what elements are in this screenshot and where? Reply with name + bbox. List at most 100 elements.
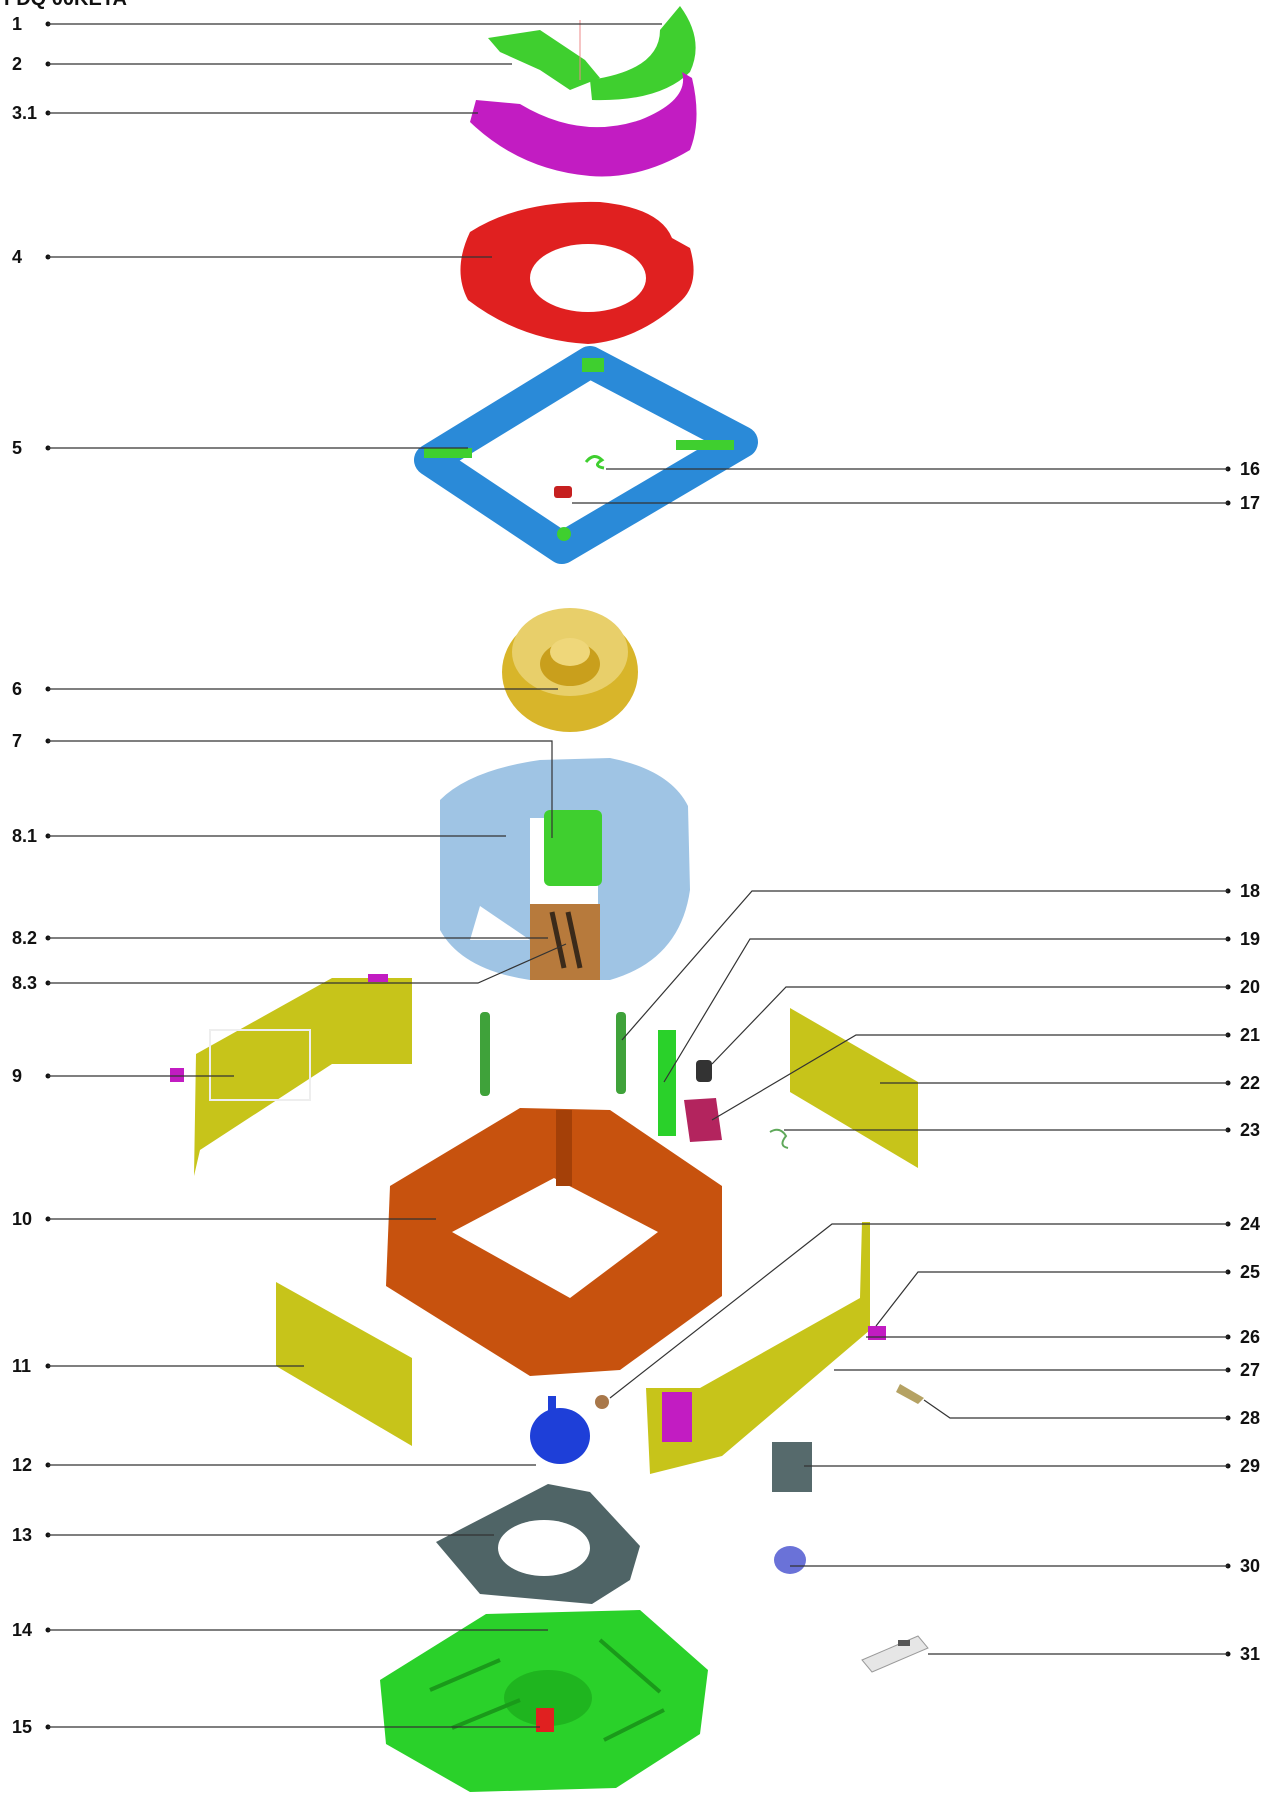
part-number-label: 8.3 <box>12 973 37 993</box>
callout-right: 17 <box>572 493 1260 513</box>
part-11-side-panel <box>276 1282 412 1446</box>
leader-line <box>711 986 1228 1065</box>
callout-left: 8.2 <box>12 928 548 948</box>
part-number-label: 9 <box>12 1066 22 1086</box>
part-number-label: 28 <box>1240 1408 1260 1428</box>
part-6-fan <box>502 608 638 732</box>
part-number-label: 7 <box>12 731 22 751</box>
model-title: FDQ 00KETA <box>4 0 127 11</box>
callout-right: 29 <box>804 1456 1260 1476</box>
callout-left: 3.1 <box>12 103 478 123</box>
callout-right: 23 <box>784 1120 1260 1140</box>
callout-left: 9 <box>12 1066 234 1086</box>
part-7-insert <box>544 810 602 886</box>
part-number-label: 19 <box>1240 929 1260 949</box>
callout-right: 18 <box>621 881 1260 1041</box>
right-callouts: 16 17 18 19 20 21 22 23 24 25 26 27 28 29 30 31 <box>572 459 1260 1664</box>
part-number-label: 23 <box>1240 1120 1260 1140</box>
part-number-label: 15 <box>12 1717 32 1737</box>
part-29-plate <box>772 1442 812 1492</box>
callout-left: 4 <box>12 247 492 267</box>
part-number-label: 3.1 <box>12 103 37 123</box>
callout-right: 26 <box>866 1327 1260 1347</box>
part-number-label: 8.1 <box>12 826 37 846</box>
part-number-label: 12 <box>12 1455 32 1475</box>
leader-line <box>663 938 1228 1083</box>
part-number-label: 18 <box>1240 881 1260 901</box>
part-number-label: 16 <box>1240 459 1260 479</box>
leader-line <box>48 740 553 838</box>
part-number-label: 14 <box>12 1620 32 1640</box>
part-number-label: 20 <box>1240 977 1260 997</box>
part-1-2-top-cover <box>488 6 696 101</box>
leader-line <box>609 1223 1228 1399</box>
part-15-swing-motor <box>536 1708 554 1732</box>
part-number-label: 17 <box>1240 493 1260 513</box>
part-number-label: 1 <box>12 14 22 34</box>
part-31-remote <box>861 1635 929 1673</box>
callout-left: 8.1 <box>12 826 506 846</box>
callout-left: 6 <box>12 679 558 699</box>
callout-right: 20 <box>711 977 1260 1065</box>
callout-left: 8.3 <box>12 943 567 993</box>
part-18-19-clips <box>480 1012 676 1136</box>
part-8-2-8-3-piping <box>530 904 600 980</box>
part-30-pulley <box>774 1546 806 1574</box>
part-20-cylinder <box>696 1060 712 1082</box>
callout-left: 2 <box>12 54 512 74</box>
callout-right: 19 <box>663 929 1260 1083</box>
part-number-label: 8.2 <box>12 928 37 948</box>
part-5-frame <box>414 346 758 564</box>
leader-line <box>923 1399 1228 1419</box>
leader-line <box>621 890 1228 1041</box>
part-number-label: 24 <box>1240 1214 1260 1234</box>
part-number-label: 22 <box>1240 1073 1260 1093</box>
part-27-control-box <box>646 1222 870 1474</box>
part-number-label: 2 <box>12 54 22 74</box>
callout-right: 27 <box>834 1360 1260 1380</box>
part-14-grille <box>380 1610 708 1792</box>
part-number-label: 27 <box>1240 1360 1260 1380</box>
part-24-bracket <box>595 1395 609 1409</box>
callout-left: 12 <box>12 1455 536 1475</box>
callout-left: 15 <box>12 1717 540 1737</box>
callout-left: 13 <box>12 1525 494 1545</box>
callout-right: 30 <box>790 1556 1260 1576</box>
part-number-label: 21 <box>1240 1025 1260 1045</box>
part-number-label: 25 <box>1240 1262 1260 1282</box>
callout-left: 11 <box>12 1356 304 1376</box>
part-12-motor <box>530 1396 590 1464</box>
part-number-label: 30 <box>1240 1556 1260 1576</box>
part-9-side-panel <box>170 974 412 1176</box>
callout-left: 7 <box>12 731 553 838</box>
part-25-26-bracket <box>868 1326 886 1340</box>
callout-right: 24 <box>609 1214 1260 1399</box>
part-number-label: 5 <box>12 438 22 458</box>
callout-left: 14 <box>12 1620 548 1640</box>
callout-left: 10 <box>12 1209 436 1229</box>
part-28-connector <box>896 1384 924 1404</box>
callout-right: 31 <box>928 1644 1260 1664</box>
part-22-side-panel <box>790 1008 918 1168</box>
callout-right: 16 <box>606 459 1260 479</box>
part-10-body <box>386 1108 722 1376</box>
part-17-bracket <box>554 486 572 498</box>
leader-line <box>875 1271 1228 1327</box>
part-number-label: 29 <box>1240 1456 1260 1476</box>
callout-right: 21 <box>711 1025 1260 1121</box>
part-23-clip <box>769 1128 789 1149</box>
part-number-label: 11 <box>12 1356 31 1376</box>
part-4-shroud <box>460 201 694 344</box>
part-13-base-plate <box>436 1484 640 1604</box>
part-16-clip <box>584 455 605 470</box>
part-number-label: 26 <box>1240 1327 1260 1347</box>
part-21-bracket <box>684 1098 722 1142</box>
part-3-1-ring <box>470 72 697 177</box>
callout-right: 22 <box>880 1073 1260 1093</box>
part-number-label: 6 <box>12 679 22 699</box>
callout-right: 28 <box>923 1399 1260 1428</box>
leader-line <box>711 1034 1228 1121</box>
callout-right: 25 <box>875 1262 1260 1327</box>
